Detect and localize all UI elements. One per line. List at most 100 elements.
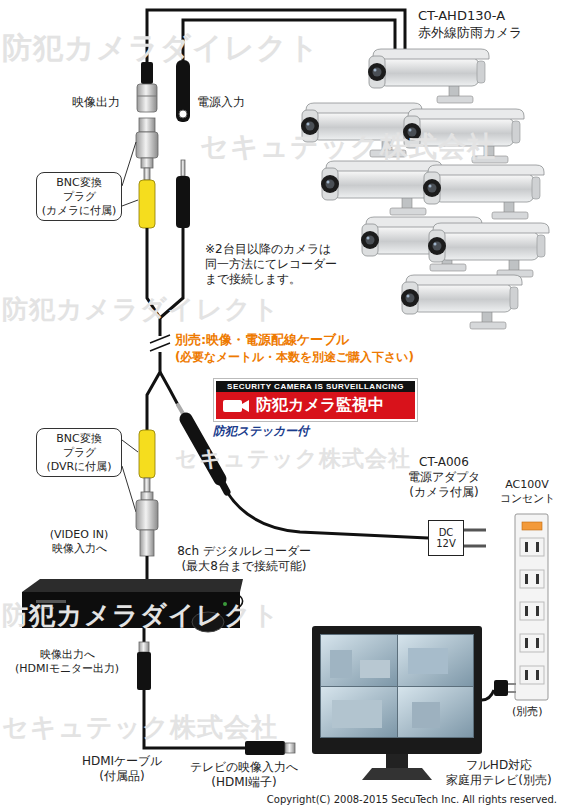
watermark: 防犯カメラダイレクト [2, 30, 320, 66]
cable-label: 別売:映像・電源配線ケーブル [175, 332, 349, 348]
camera-icon [222, 396, 250, 416]
adapter-prongs [464, 530, 486, 546]
tv-figure [386, 754, 408, 768]
power-plug-lower [220, 479, 227, 492]
tv-figure [494, 680, 508, 696]
callout-box: BNC変換 プラグ (DVRに付属) [36, 428, 122, 477]
dvr-side-connectors [136, 430, 158, 556]
power-plug-upper [176, 176, 190, 228]
camera-side-connectors [137, 60, 190, 122]
dvr-side-connectors [140, 530, 154, 556]
cable-note: (必要なメートル・本数を別途ご購入下さい) [175, 350, 414, 365]
power-strip [520, 570, 544, 588]
tv-figure [508, 691, 516, 693]
tv-figure [321, 635, 397, 686]
tv-figure [398, 687, 473, 737]
watermark: セキュテック株式会社 [2, 712, 278, 743]
power-plug-upper [181, 160, 185, 176]
camera-side-connectors [137, 96, 157, 97]
power-strip [520, 538, 544, 556]
port-label: 映像出力へ (HDMIモニター出力) [2, 648, 132, 676]
cable-break-mark [150, 335, 170, 351]
hdmi-cable [139, 642, 149, 652]
dvr-side-connectors [139, 430, 155, 478]
callout-leader [122, 440, 138, 452]
hdmi-cable [143, 628, 146, 642]
callout-text: BNC変換 プラグ (DVRに付属) [40, 432, 118, 473]
callout-leader [122, 142, 136, 186]
power-strip [536, 606, 539, 616]
adapter-box: DC 12V [428, 520, 464, 556]
sticker-badge: SECURITY CAMERA IS SURVEILLANCING 防犯カメラ監視… [213, 378, 418, 422]
tv-figure [321, 687, 397, 737]
sticker-note: 防犯ステッカー付 [213, 424, 309, 439]
video-power-cable [147, 228, 428, 538]
power-plug-upper [176, 160, 190, 228]
power-strip [525, 574, 528, 584]
device-name: 赤外線防雨カメラ [418, 25, 522, 41]
tv-figure [330, 650, 352, 678]
power-strip [525, 542, 528, 552]
camera-group [368, 49, 489, 103]
tv-figure [332, 700, 382, 728]
device-name: CT-A006 電源アダプタ (カメラ付属) [398, 455, 490, 500]
dvr-side-connectors [141, 492, 153, 500]
camera-group [401, 275, 522, 329]
tv-figure [398, 635, 473, 686]
power-strip [520, 634, 544, 652]
tv-figure [362, 768, 432, 780]
power-strip [536, 542, 539, 552]
port-label: テレビの映像入力へ (HDMI端子) [185, 760, 303, 790]
bnc-adapter-plug [144, 168, 150, 180]
cable-break-mark [150, 335, 170, 343]
power-strip [525, 606, 528, 616]
model-name: CT-AHD130-A [418, 8, 505, 24]
dvr-side-connectors [144, 478, 150, 492]
recorder-figure [22, 579, 243, 592]
callout-text: BNC変換 プラグ (カメラに付属) [40, 176, 118, 217]
power-strip [536, 638, 539, 648]
bnc-adapter-plug [141, 158, 153, 168]
note-text: ※2台目以降のカメラは 同一方法にてレコーダー まで接続します。 [205, 242, 353, 287]
watermark: セキュテック株式会社 [200, 130, 496, 164]
hdmi-cable [245, 741, 285, 755]
video-power-cable [227, 492, 428, 538]
device-name: AC100V コンセント [496, 478, 558, 506]
power-strip [536, 574, 539, 584]
camera-icon [242, 400, 249, 412]
power-strip [522, 522, 542, 530]
callout-leader [122, 466, 136, 512]
camera-group [428, 223, 549, 277]
power-strip [520, 602, 544, 620]
hdmi-cable [285, 743, 295, 753]
watermark: 防犯カメラダイレクト [2, 294, 280, 325]
device-name: フルHD対応 家庭用テレビ(別売) [440, 758, 558, 788]
tv-figure [360, 660, 390, 678]
callout-leader [122, 200, 138, 206]
tv-figure [508, 683, 516, 685]
callout-leader [122, 142, 138, 512]
sticker-caption: SECURITY CAMERA IS SURVEILLANCING [216, 381, 415, 392]
sticker-band: 防犯カメラ監視中 [216, 392, 415, 419]
tv-figure [320, 634, 474, 738]
tv-figure [312, 626, 482, 754]
power-strip [515, 514, 548, 700]
tv-figure [312, 626, 516, 780]
copyright-text: Copyright(C) 2008-2015 SecuTech Inc. All… [267, 794, 557, 807]
camera-side-connectors [176, 60, 190, 122]
port-label: 電源入力 [197, 95, 245, 110]
adapter-prongs [464, 545, 486, 548]
video-power-cable [147, 352, 160, 430]
device-name: 8ch デジタルレコーダー (最大8台まで接続可能) [165, 544, 323, 574]
sold-separately-note: (別売) [512, 705, 543, 719]
sticker-title: 防犯カメラ監視中 [256, 395, 384, 416]
tv-figure [412, 702, 440, 728]
camera-side-connectors [179, 110, 187, 118]
camera-side-connectors [137, 84, 157, 112]
video-power-cable [160, 372, 178, 405]
tv-figure [408, 648, 448, 674]
bnc-adapter-plug [139, 180, 155, 228]
camera-side-connectors [141, 62, 153, 84]
callout-box: BNC変換 プラグ (カメラに付属) [36, 172, 122, 221]
